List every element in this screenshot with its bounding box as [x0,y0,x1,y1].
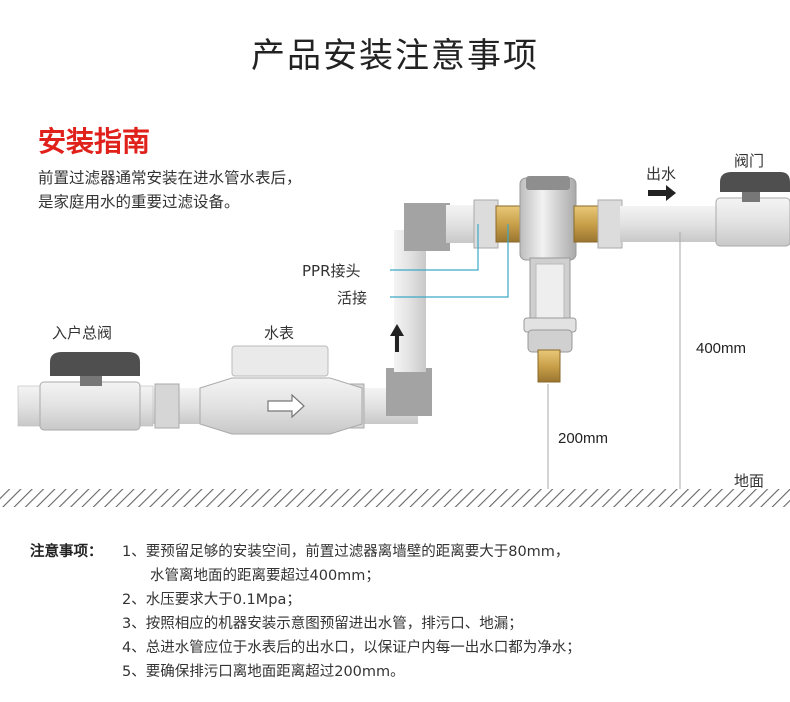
filter-bowl [523,257,577,353]
ground-hatch [0,489,790,507]
pipe-coupling [154,383,180,429]
height-200-label: 200mm [558,430,609,447]
union-joint [495,205,523,243]
outlet-ppr-joint [597,199,623,249]
outlet-label: 出水 [646,165,677,183]
dimension-lines [547,232,681,489]
note-item: 2、水压要求大于0.1Mpa； [122,592,301,608]
note-item: 5、要确保排污口离地面距离超过200mm。 [122,664,405,680]
outlet-valve [715,172,790,247]
water-meter [199,345,363,435]
water-meter-label: 水表 [264,324,295,342]
up-arrow-icon [390,324,404,352]
height-400-label: 400mm [696,340,747,357]
installation-diagram [0,172,790,507]
guide-line-1: 前置过滤器通常安装在进水管水表后， [38,169,302,187]
drain-outlet [537,349,561,383]
guide-line-2: 是家庭用水的重要过滤设备。 [38,193,240,211]
elbow-bottom [386,368,432,416]
inlet-valve [39,352,141,431]
ppr-joint-label: PPR接头 [302,262,361,280]
note-item: 1、要预留足够的安装空间，前置过滤器离墙壁的距离要大于80mm， [122,544,570,560]
ground-label: 地面 [734,472,765,490]
notes-heading: 注意事项： [30,544,103,560]
riser-pipe [394,230,426,372]
union-joint-label: 活接 [337,289,368,307]
filter-head [519,176,577,261]
outlet-arrow-icon [648,185,676,201]
elbow-top [404,203,450,251]
note-item: 水管离地面的距离要超过400mm； [150,568,380,584]
inlet-valve-label: 入户总阀 [52,324,113,342]
top-inlet-pipe [446,205,476,243]
guide-heading: 安装指南 [38,125,151,158]
note-item: 4、总进水管应位于水表后的出水口，以保证户内每一出水口都为净水； [122,640,581,656]
note-item: 3、按照相应的机器安装示意图预留进出水管，排污口、地漏； [122,616,523,632]
page-title: 产品安装注意事项 [251,36,539,76]
outlet-union [573,205,601,243]
leader-lines [390,224,509,298]
valve-label: 阀门 [734,152,765,170]
